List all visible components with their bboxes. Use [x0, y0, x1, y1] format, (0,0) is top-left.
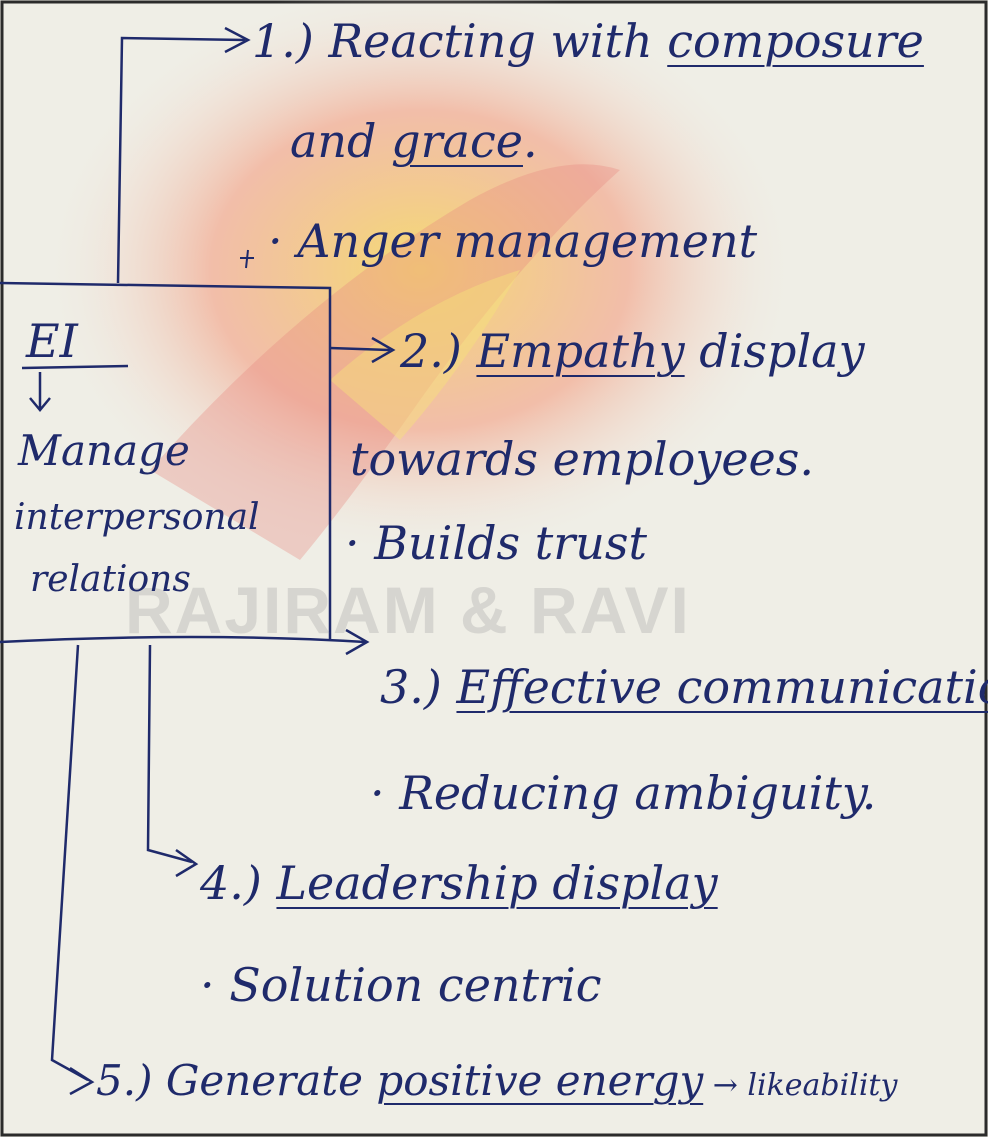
item-1-line-2-pre: and [290, 114, 392, 168]
center-box-outline [0, 281, 332, 640]
item-3-bullet-text: Reducing ambiguity. [399, 766, 877, 820]
item-3-heading: 3.) Effective communication [380, 664, 988, 710]
arrow-3-head [345, 628, 370, 656]
arrow-1 [116, 36, 246, 284]
item-5-keyword: positive energy [376, 1056, 704, 1105]
arrow-4-head [175, 848, 199, 878]
item-4-number: 4.) [200, 856, 262, 910]
item-2-heading: 2.) Empathy display [400, 328, 865, 374]
center-label-line-2: interpersonal [14, 497, 260, 538]
center-label-line-1: Manage [18, 426, 190, 475]
item-5-number: 5.) [96, 1056, 153, 1105]
watermark-text: RAJIRAM & RAVI [125, 573, 691, 647]
item-2-keyword-empathy: Empathy [476, 324, 685, 378]
bullet-dot: · [370, 766, 400, 820]
bullet-dot: · [200, 958, 230, 1012]
bullet-dot: · [345, 516, 375, 570]
item-1-text: Reacting with [328, 14, 668, 68]
item-3-bullet: · Reducing ambiguity. [370, 770, 876, 816]
item-5-text: Generate [165, 1056, 377, 1105]
ei-title: EI [26, 314, 78, 368]
arrow-2 [329, 346, 391, 352]
item-1-number: 1.) [252, 14, 314, 68]
item-4-bullet: · Solution centric [200, 962, 602, 1008]
item-2-line-2: towards employees. [350, 432, 814, 486]
ei-down-arrow [29, 372, 51, 412]
item-1-line-2: and grace. [290, 118, 538, 164]
item-1-keyword-grace: grace [391, 114, 523, 168]
center-label-line-3: relations [30, 559, 191, 600]
bullet-dot: · [268, 214, 298, 268]
item-1-bullet: · Anger management [268, 218, 757, 264]
item-5-heading: 5.) Generate positive energy → likeabili… [96, 1060, 897, 1102]
item-5-likeability: → likeability [703, 1068, 898, 1103]
item-2-text: display [684, 324, 865, 378]
arrow-1-head [224, 26, 251, 54]
arrow-5 [50, 644, 89, 1082]
item-1-line-2-post: . [522, 114, 538, 168]
item-4-heading: 4.) Leadership display [200, 860, 718, 906]
arrow-3 [0, 635, 366, 644]
stray-mark [240, 249, 254, 269]
item-2-bullet: · Builds trust [345, 520, 647, 566]
watermark-logo [40, 0, 800, 560]
arrow-5-head [69, 1066, 95, 1096]
item-1-heading: 1.) Reacting with composure [252, 18, 924, 64]
item-4-keyword: Leadership display [276, 856, 718, 910]
item-2-number: 2.) [400, 324, 462, 378]
item-3-number: 3.) [380, 660, 442, 714]
item-1-keyword-composure: composure [667, 14, 924, 68]
item-2-bullet-text: Builds trust [374, 516, 647, 570]
ei-underline [21, 364, 129, 370]
item-1-bullet-text: Anger management [297, 214, 758, 268]
item-3-keyword: Effective communication [456, 660, 988, 714]
arrow-2-head [371, 336, 396, 364]
arrow-4 [146, 644, 193, 864]
item-4-bullet-text: Solution centric [229, 958, 602, 1012]
